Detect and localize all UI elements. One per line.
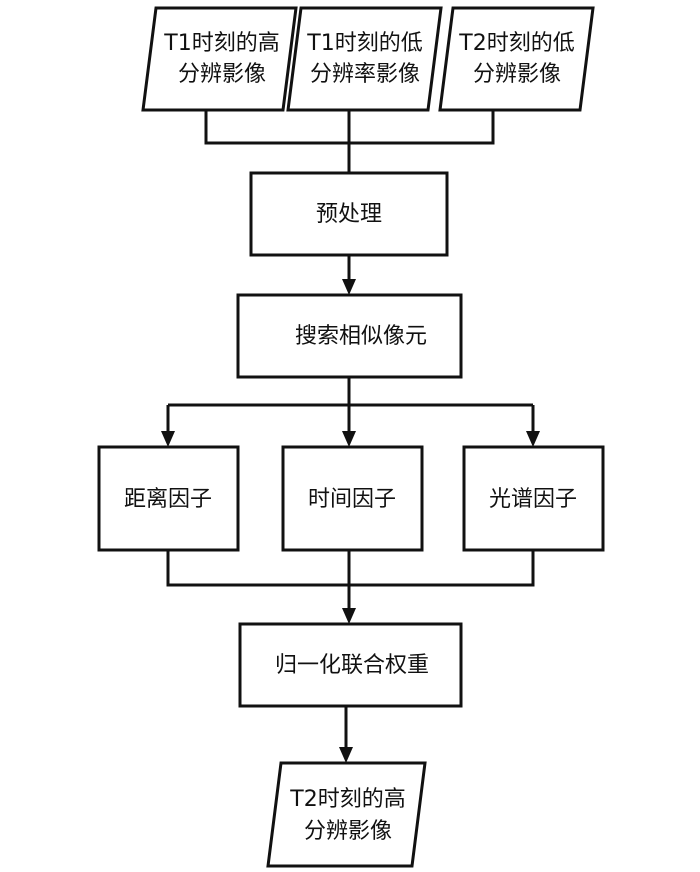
input-t1-high-res-shape <box>141 6 298 112</box>
step-search-box <box>236 293 463 379</box>
arrowhead-distance <box>161 431 175 447</box>
input-t1-low-res-line1: T1时刻的低 <box>306 31 422 56</box>
input-t2-low-res-line2: 分辨影像 <box>473 62 561 87</box>
input-t1-high-res-line2: 分辨影像 <box>178 62 266 87</box>
output-t2-high-res-shape <box>266 761 427 868</box>
step-preprocess-label: 预处理 <box>316 202 382 227</box>
arrowhead-search <box>342 279 356 295</box>
input-t2-low-res-line1: T2时刻的低 <box>458 31 574 56</box>
step-spectral-factor-box <box>462 445 605 552</box>
input-t1-low-res-line2: 分辨率影像 <box>310 62 420 87</box>
output-t2-high-res-line1: T2时刻的高 <box>289 787 405 812</box>
step-time-factor-box <box>281 445 424 552</box>
arrowhead-combine <box>342 608 356 624</box>
step-combine-label: 归一化联合权重 <box>275 653 429 678</box>
step-preprocess-box <box>249 171 449 257</box>
step-combine-box <box>238 622 463 708</box>
step-search-label: 搜索相似像元 <box>295 324 427 349</box>
input-t1-high-res-line1: T1时刻的高 <box>163 31 279 56</box>
step-distance-factor-label: 距离因子 <box>124 487 212 512</box>
step-distance-factor-box <box>97 445 240 552</box>
input-t2-low-res-shape <box>438 6 595 112</box>
input-t1-low-res-shape <box>286 6 443 112</box>
arrowhead-time <box>342 431 356 447</box>
arrowhead-spectral <box>526 431 540 447</box>
output-t2-high-res-line2: 分辨影像 <box>304 819 392 844</box>
step-time-factor-label: 时间因子 <box>308 487 396 512</box>
arrowhead-output <box>339 747 353 763</box>
step-spectral-factor-label: 光谱因子 <box>489 487 577 512</box>
